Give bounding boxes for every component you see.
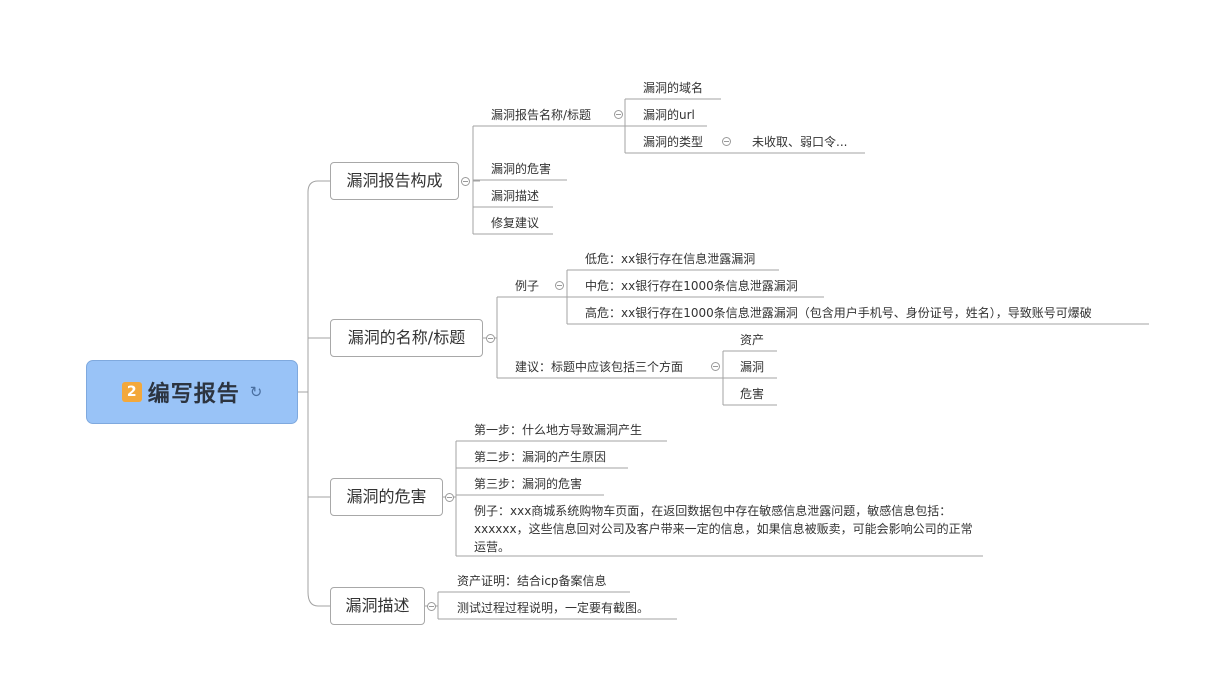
branch-vuln-name-title[interactable]: 漏洞的名称/标题: [330, 319, 483, 357]
node-test-process[interactable]: 测试过程过程说明，一定要有截图。: [457, 601, 650, 615]
collapse-toggle-icon[interactable]: [461, 177, 470, 186]
node-asset[interactable]: 资产: [740, 333, 765, 347]
node-fix-suggestion[interactable]: 修复建议: [491, 216, 540, 230]
node-harm-example[interactable]: 例子：xxx商城系统购物车页面，在返回数据包中存在敏感信息泄露问题，敏感信息包括…: [474, 504, 973, 554]
root-topic[interactable]: 2 编写报告 ↻: [86, 360, 298, 424]
node-medium-risk[interactable]: 中危：xx银行存在1000条信息泄露漏洞: [585, 279, 798, 293]
node-example[interactable]: 例子: [515, 279, 540, 293]
root-title: 编写报告: [147, 382, 240, 407]
node-asset-proof[interactable]: 资产证明：结合icp备案信息: [457, 574, 607, 588]
node-vuln-url[interactable]: 漏洞的url: [643, 108, 695, 122]
collapse-toggle-icon[interactable]: [427, 602, 436, 611]
branch-vuln-description[interactable]: 漏洞描述: [330, 587, 425, 625]
node-vuln-domain[interactable]: 漏洞的域名: [643, 81, 704, 95]
node-step-1[interactable]: 第一步：什么地方导致漏洞产生: [474, 423, 643, 437]
node-vuln-type[interactable]: 漏洞的类型: [643, 135, 704, 149]
collapse-toggle-icon[interactable]: [722, 137, 731, 146]
node-low-risk[interactable]: 低危：xx银行存在信息泄露漏洞: [585, 252, 756, 266]
refresh-cycle-icon[interactable]: ↻: [249, 383, 263, 401]
node-title-advice[interactable]: 建议：标题中应该包括三个方面: [515, 360, 684, 374]
branch-report-composition[interactable]: 漏洞报告构成: [330, 162, 459, 200]
branch-vuln-harm[interactable]: 漏洞的危害: [330, 478, 443, 516]
collapse-toggle-icon[interactable]: [486, 334, 495, 343]
collapse-toggle-icon[interactable]: [614, 110, 623, 119]
node-step-2[interactable]: 第二步：漏洞的产生原因: [474, 450, 607, 464]
node-danger[interactable]: 危害: [740, 387, 765, 401]
node-vuln-harm[interactable]: 漏洞的危害: [491, 162, 552, 176]
collapse-toggle-icon[interactable]: [555, 281, 564, 290]
node-report-title[interactable]: 漏洞报告名称/标题: [491, 108, 592, 122]
node-step-3[interactable]: 第三步：漏洞的危害: [474, 477, 583, 491]
node-vulnerability[interactable]: 漏洞: [740, 360, 765, 374]
node-vuln-type-detail[interactable]: 未收取、弱口令...: [752, 135, 848, 149]
node-high-risk[interactable]: 高危：xx银行存在1000条信息泄露漏洞（包含用户手机号、身份证号，姓名），导致…: [585, 306, 1092, 320]
collapse-toggle-icon[interactable]: [445, 493, 454, 502]
node-vuln-description[interactable]: 漏洞描述: [491, 189, 540, 203]
collapse-toggle-icon[interactable]: [711, 362, 720, 371]
root-number-badge: 2: [121, 382, 142, 402]
